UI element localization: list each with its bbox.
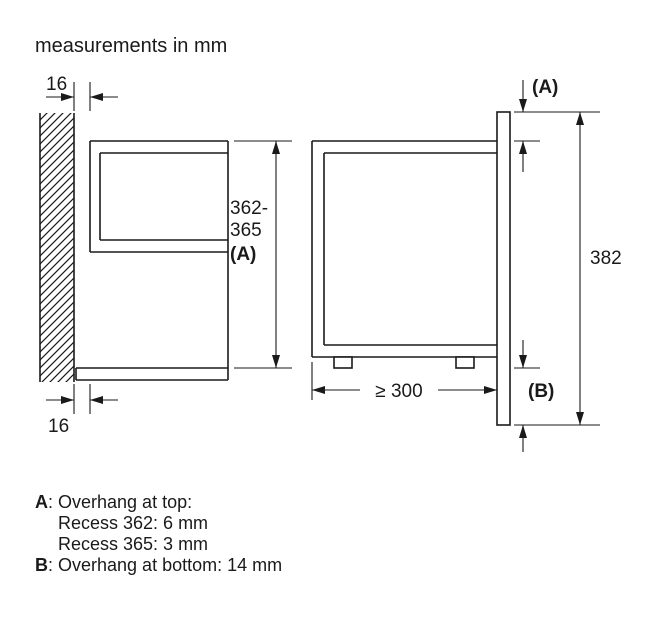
cabinet-section bbox=[75, 140, 229, 381]
dim-label-recess-height-ref: (A) bbox=[230, 244, 256, 265]
installation-diagram: measurements in mm 16 bbox=[35, 35, 622, 452]
legend-text-a: : Overhang at top: bbox=[48, 492, 193, 512]
legend: A: Overhang at top: Recess 362: 6 mm Rec… bbox=[35, 492, 282, 576]
diagram-title: measurements in mm bbox=[35, 35, 227, 57]
appliance-faceplate bbox=[496, 111, 511, 426]
legend-key-a: A bbox=[35, 492, 48, 512]
dim-label-recess-height-2: 365 bbox=[230, 220, 262, 241]
dim-wall-gap-top: 16 bbox=[46, 74, 118, 111]
dim-overhang-bottom: (B) bbox=[514, 340, 554, 452]
dim-label-wall-gap-bottom: 16 bbox=[48, 416, 69, 437]
dim-label-total-height: 382 bbox=[590, 248, 622, 269]
appliance-foot-left bbox=[333, 356, 353, 369]
legend-item-a: A: Overhang at top: bbox=[35, 492, 282, 513]
appliance-body bbox=[311, 140, 497, 369]
legend-text-b: : Overhang at bottom: 14 mm bbox=[48, 555, 283, 575]
dim-label-overhang-bottom: (B) bbox=[528, 381, 554, 402]
legend-item-a-sub2: Recess 365: 3 mm bbox=[58, 534, 209, 554]
wall-hatch bbox=[39, 113, 75, 382]
dim-recess-height: 362- 365 (A) bbox=[230, 140, 292, 369]
legend-item-a-sub1: Recess 362: 6 mm bbox=[58, 513, 209, 533]
dim-total-height: 382 bbox=[514, 112, 622, 426]
dim-min-depth: ≥ 300 bbox=[311, 362, 497, 402]
dim-label-overhang-top: (A) bbox=[532, 77, 558, 98]
appliance-foot-right bbox=[455, 356, 475, 369]
legend-key-b: B bbox=[35, 555, 48, 575]
dim-overhang-top: (A) bbox=[514, 77, 600, 172]
dim-wall-gap-bottom: 16 bbox=[46, 384, 118, 437]
dim-label-wall-gap-top: 16 bbox=[46, 74, 67, 95]
legend-item-b: B: Overhang at bottom: 14 mm bbox=[35, 555, 282, 576]
dim-label-recess-height-1: 362- bbox=[230, 198, 268, 219]
dim-label-min-depth: ≥ 300 bbox=[375, 381, 422, 402]
